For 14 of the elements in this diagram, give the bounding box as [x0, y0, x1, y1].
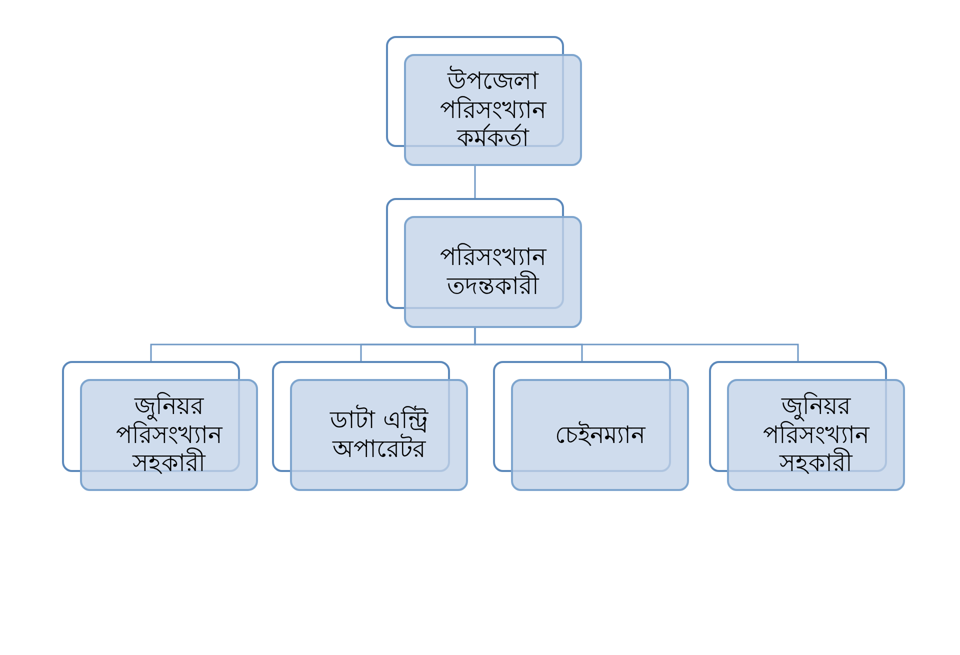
connector-line [474, 166, 476, 198]
job-title: উপজেলা পরিসংখ্যান কর্মকর্তা [439, 66, 548, 154]
position-box [62, 361, 258, 491]
job-title: জুনিয়র পরিসংখ্যান সহকারী [762, 392, 871, 478]
job-title: পরিসংখ্যান তদন্তকারী [439, 243, 548, 301]
position-box [493, 361, 689, 491]
position-box [709, 361, 905, 491]
position-box [272, 361, 468, 491]
job-title: চেইনম্যান [555, 420, 645, 450]
position-box [386, 36, 582, 166]
connector-line [474, 328, 799, 361]
position-box [386, 198, 582, 328]
job-title: জুনিয়র পরিসংখ্যান সহকারী [115, 392, 224, 478]
job-title: ডাটা এন্ট্রি অপারেটর [328, 406, 430, 464]
